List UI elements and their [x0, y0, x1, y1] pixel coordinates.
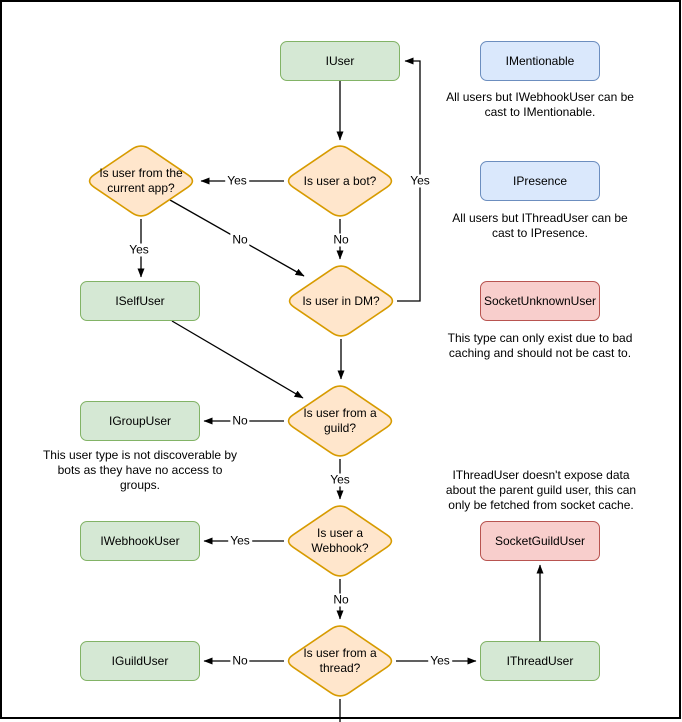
edge-label-indm-yes: Yes: [408, 173, 432, 188]
edge-label-isbot-no: No: [331, 232, 351, 247]
node-ithreaduser: IThreadUser: [480, 641, 600, 681]
node-iuser: IUser: [280, 41, 400, 81]
note-igroupuser: This user type is not discoverable by bo…: [42, 448, 238, 492]
node-imentionable: IMentionable: [480, 41, 600, 81]
decision-from-guild-label: Is user from a guild?: [303, 406, 377, 435]
note-socketunknownuser: This type can only exist due to bad cach…: [447, 331, 633, 360]
node-igroupuser: IGroupUser: [80, 401, 200, 441]
edge-label-fromguild-yes: Yes: [328, 472, 352, 487]
edge-label-fromthread-no: No: [230, 653, 250, 668]
note-imentionable: All users but IWebhookUser can be cast t…: [446, 90, 634, 119]
arrow-iselfuser-to-fromguild: [171, 320, 304, 399]
node-ipresence: IPresence: [480, 161, 600, 201]
edge-label-iswebhook-no: No: [331, 592, 351, 607]
edge-label-currentapp-no: No: [230, 232, 250, 247]
edge-label-currentapp-yes: Yes: [127, 242, 151, 257]
edge-label-isbot-yes: Yes: [225, 173, 249, 188]
decision-from-thread-label: Is user from a thread?: [303, 646, 377, 675]
node-socketguilduser: SocketGuildUser: [480, 521, 600, 561]
edge-label-fromguild-no: No: [230, 413, 250, 428]
note-ipresence: All users but IThreadUser can be cast to…: [452, 211, 628, 240]
decision-from-guild-shape: [287, 385, 393, 457]
decision-from-current-app-label: Is user from the current app?: [99, 166, 183, 195]
node-iselfuser: ISelfUser: [80, 281, 200, 321]
note-ithreaduser: IThreadUser doesn't expose data about th…: [445, 468, 637, 512]
decision-in-dm-label: Is user in DM?: [302, 293, 380, 308]
decision-from-current-app-shape: [88, 145, 194, 217]
decision-is-bot-label: Is user a bot?: [303, 173, 377, 188]
edge-label-iswebhook-yes: Yes: [228, 533, 252, 548]
decision-from-thread-shape: [287, 625, 393, 697]
decision-is-webhook-shape: [287, 505, 393, 577]
edge-label-fromthread-yes: Yes: [428, 653, 452, 668]
decision-is-bot-shape: [287, 145, 393, 217]
node-socketunknownuser: SocketUnknownUser: [480, 281, 600, 321]
node-iwebhookuser: IWebhookUser: [80, 521, 200, 561]
decision-in-dm-shape: [288, 265, 394, 337]
node-iguilduser: IGuildUser: [80, 641, 200, 681]
decision-is-webhook-label: Is user a Webhook?: [311, 526, 369, 555]
